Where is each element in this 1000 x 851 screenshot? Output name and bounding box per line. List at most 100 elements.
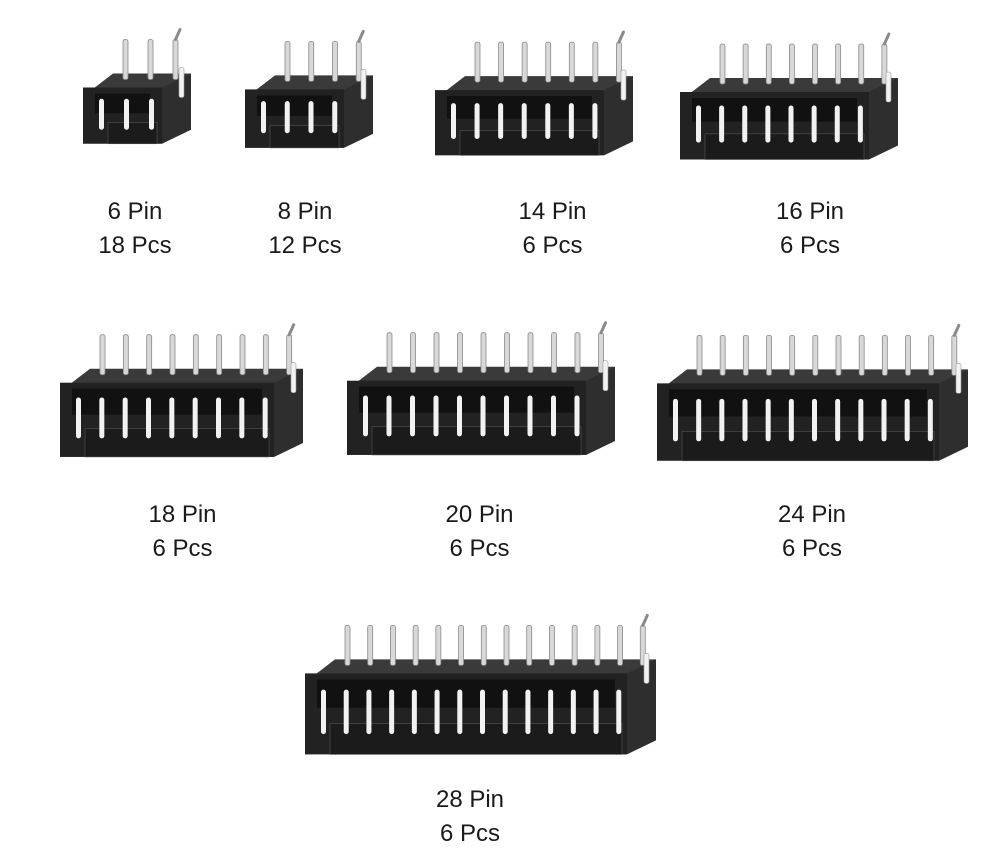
pin-count-label: 18 Pin [148,501,217,528]
back-pin [332,40,338,82]
back-pin [527,332,534,374]
back-pin [216,334,223,376]
socket-item-16pin: 16 Pin 6 Pcs [675,32,905,260]
back-pin [765,43,772,85]
front-pin [149,98,154,130]
front-pin [99,98,104,130]
front-pin [593,689,599,735]
bent-pin-tip [174,28,182,41]
back-pin [172,39,179,80]
back-pin [617,624,623,666]
bent-pin-tip [357,29,365,43]
bent-pin-tip [952,323,961,337]
front-pin [592,103,598,140]
front-pin [673,398,678,442]
dip-socket-8pin-image [245,29,373,149]
end-pin [620,69,627,101]
back-pin [571,624,578,666]
socket-channel [95,93,150,114]
front-pin [927,398,933,442]
socket-channel [317,679,615,708]
back-pin [742,43,749,85]
front-pin [457,689,463,735]
quantity-label: 6 Pcs [449,535,510,562]
front-pin [527,395,533,437]
front-pin [366,689,372,735]
front-pin [788,398,794,442]
front-pin [480,689,485,735]
back-pin [480,332,487,374]
back-pin [526,624,533,666]
front-pin [504,395,509,437]
front-pin [343,689,349,735]
socket-base [329,723,623,755]
quantity-label: 6 Pcs [522,232,583,259]
bent-pin-tip [617,30,625,44]
socket-item-20pin: 20 Pin 6 Pcs [342,318,617,565]
pin-count-label: 14 Pin [518,198,587,225]
front-pin [574,395,580,437]
front-pin [719,105,725,143]
dip-socket-18pin-image [60,323,303,458]
front-pin [696,105,701,143]
socket-caption: 24 Pin 6 Pcs [652,498,972,566]
front-pin [386,395,392,437]
back-pin [458,624,464,666]
socket-caption: 28 Pin 6 Pcs [300,783,640,851]
front-pin [857,105,863,143]
front-pin [525,689,531,735]
back-pin [122,334,129,376]
back-pin [262,334,269,376]
quantity-label: 6 Pcs [152,535,213,562]
back-pin [521,41,528,83]
dip-socket-28pin-image [305,613,656,755]
back-pin [742,334,749,376]
socket-channel [692,98,857,122]
back-pin [474,41,481,83]
front-pin [308,101,314,134]
front-pin [99,397,105,439]
pin-count-label: 24 Pin [777,501,847,528]
front-pin [765,398,771,442]
socket-item-6pin: 6 Pin 18 Pcs [70,28,200,263]
socket-base [459,130,600,156]
front-pin [146,397,151,439]
bent-pin-tip [287,323,296,337]
back-pin [122,39,129,80]
quantity-label: 6 Pcs [439,820,501,847]
pin-count-label: 6 Pin [107,198,163,225]
back-pin [574,332,581,374]
quantity-label: 6 Pcs [779,232,841,259]
front-pin [742,105,748,143]
front-pin [451,103,456,140]
front-pin [812,398,817,442]
back-pin [719,334,726,376]
front-pin [76,397,81,439]
socket-caption: 6 Pin 18 Pcs [70,195,200,263]
dip-socket-24pin-image [657,323,968,462]
socket-side-face [627,659,656,755]
back-pin [719,43,726,85]
socket-item-28pin: 28 Pin 6 Pcs [300,605,660,850]
end-pin [885,71,892,103]
front-pin [835,398,841,442]
socket-base [107,122,158,145]
front-pin [834,105,840,143]
front-pin [568,103,574,140]
front-pin [411,689,417,735]
end-pin [290,362,297,394]
back-pin [99,334,106,376]
back-pin [146,334,153,376]
front-pin [696,398,702,442]
back-pin [616,41,622,83]
front-pin [765,105,771,143]
front-pin [457,395,462,437]
front-pin [239,397,245,439]
front-pin [788,105,794,143]
front-pin [433,395,439,437]
back-pin [239,334,246,376]
back-pin [568,41,575,83]
socket-side-face [869,78,898,160]
quantity-label: 6 Pcs [781,535,843,562]
back-pin [858,43,865,85]
